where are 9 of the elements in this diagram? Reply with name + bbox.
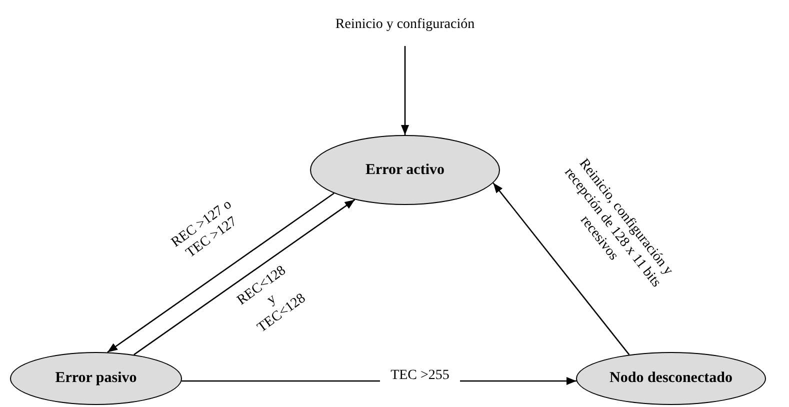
trigger-label: Reinicio y configuración: [330, 4, 480, 46]
state-label: Nodo desconectado: [610, 369, 732, 388]
arrow: [107, 192, 334, 353]
state-label: Error pasivo: [55, 369, 137, 388]
arrow: [134, 199, 356, 356]
state-label: Error activo: [365, 160, 444, 180]
edge-label: TEC >255: [380, 367, 460, 384]
arrow: [492, 182, 630, 356]
arrow: [401, 46, 409, 135]
